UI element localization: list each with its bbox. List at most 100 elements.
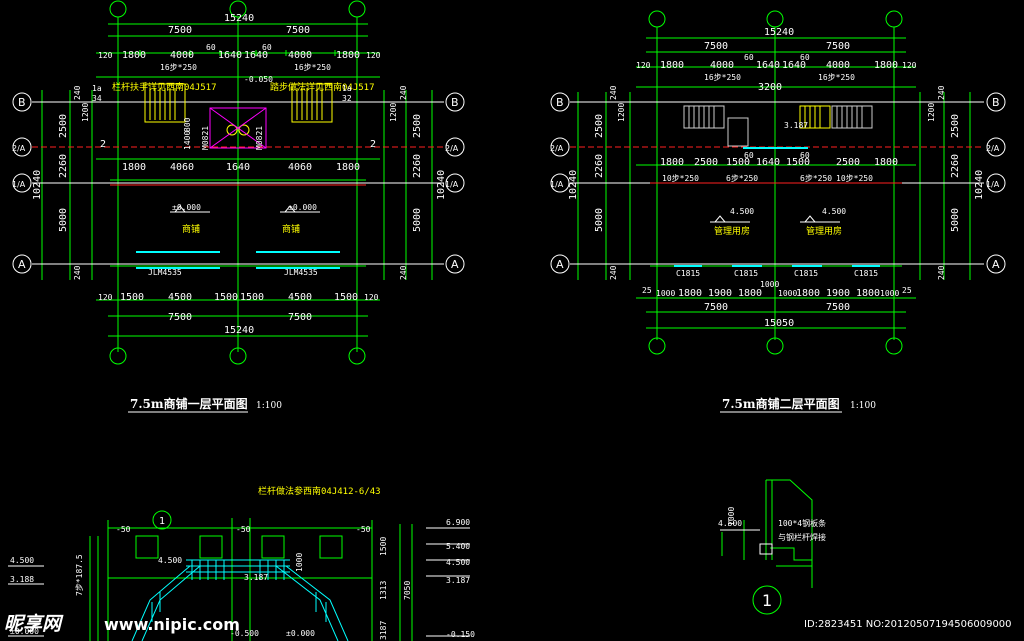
p2-dim-stair-b: 16步*250: [818, 73, 855, 82]
dim-total-top: 15240: [224, 13, 254, 24]
dim-m1640: 1640: [226, 162, 250, 173]
dim-stair-b: 16步*250: [294, 63, 331, 72]
p2-dim-m60a: 60: [744, 151, 754, 160]
p2-dim-t120l: 120: [636, 61, 651, 70]
p2-dim-v10240-right: 10240: [974, 170, 985, 200]
dim-t1800b: 1800: [336, 50, 360, 61]
p2-dim-t1800a: 1800: [660, 60, 684, 71]
detail-marker: 1: [762, 591, 772, 610]
dim-bot7500a: 7500: [168, 312, 192, 323]
elev-l-4500: 4.500: [10, 556, 34, 565]
axis-b-left: B: [18, 96, 26, 109]
p2-dim-bot-total: 15050: [764, 318, 794, 329]
p2-dim-v2500: 2500: [594, 114, 605, 138]
p2-dim-m2500b: 2500: [836, 157, 860, 168]
p2-dim-b25l: 25: [642, 286, 652, 295]
p2-dim-b1000c: 1000: [778, 289, 797, 298]
plan2-scale: 1:100: [850, 401, 876, 411]
elev-dash50-c: -50: [356, 525, 371, 534]
dim-t120r: 120: [366, 51, 381, 60]
elev-v1313: 1313: [379, 581, 388, 600]
p2-dim-bot7500a: 7500: [704, 302, 728, 313]
p2-dim-t4000a: 4000: [710, 60, 734, 71]
p2-dim-v1200: 1200: [617, 103, 626, 122]
plan1-title: 7.5m商铺一层平面图: [130, 396, 248, 411]
dim-bot-total: 15240: [224, 325, 254, 336]
dim-v2500: 2500: [58, 114, 69, 138]
elev-dash50-b: -50: [236, 525, 251, 534]
p2-dim-b1800d: 1800: [856, 288, 880, 299]
dim-m1800b: 1800: [336, 162, 360, 173]
label-room-b: 商铺: [282, 223, 300, 235]
elev-v1500: 1500: [379, 537, 388, 556]
dim-v10240: 10240: [32, 170, 43, 200]
dim-t4000a: 4000: [170, 50, 194, 61]
watermark-url: www.nipic.com: [104, 615, 240, 634]
axis-b-right: B: [451, 96, 459, 109]
dim-v1200-right: 1200: [389, 103, 398, 122]
marker-right-bot: 32: [342, 94, 352, 103]
elev-vl: 7步*187.5: [75, 554, 84, 596]
p2-label-win-c: C1815: [794, 269, 818, 278]
label-note-a: 栏杆扶手详见西南04J517: [112, 81, 217, 93]
dim-b1500d: 1500: [334, 292, 358, 303]
p2-dim-b1800b: 1800: [738, 288, 762, 299]
dim-v2260-right: 2260: [412, 154, 423, 178]
p2-dim-v240a-right: 240: [937, 85, 946, 100]
p2-dim-t60a: 60: [744, 53, 754, 62]
p2-dim-v2500-right: 2500: [950, 114, 961, 138]
elev-note: 栏杆做法参西南04J412-6/43: [258, 485, 381, 497]
elev-marker: 1: [159, 516, 165, 527]
label-num2-left: 2: [100, 139, 106, 150]
dim-v2260: 2260: [58, 154, 69, 178]
p2-dim-half-left: 7500: [704, 41, 728, 52]
p2-axis-2a-left: 2/A: [550, 144, 564, 153]
p2-dim-m1500a: 1500: [726, 157, 750, 168]
label-m0821-a: M0821: [201, 126, 210, 150]
detail-note1: 100*4钢板条: [778, 518, 826, 528]
p2-dim-m1500b: 1500: [786, 157, 810, 168]
axis-1a-right: 1/A: [445, 180, 459, 189]
dim-b1500b: 1500: [214, 292, 238, 303]
elev-r-4500: 4.500: [446, 558, 470, 567]
label-door-b: JLM4535: [284, 268, 318, 277]
p2-dim-v240a: 240: [609, 85, 618, 100]
dim-v240b: 240: [73, 265, 82, 280]
dim-v1200: 1200: [81, 103, 90, 122]
p2-dim-t1640b: 1640: [782, 60, 806, 71]
marker-left-bot: 34: [92, 94, 102, 103]
dim-half-right: 7500: [286, 25, 310, 36]
elev-dash50-a: -50: [116, 525, 131, 534]
elev-r-5400: 5.400: [446, 542, 470, 551]
dim-b120r: 120: [364, 293, 379, 302]
label-elev0-b: ±0.000: [288, 203, 317, 212]
p2-dim-b1000a: 1000: [656, 289, 675, 298]
p2-dim-m1800b: 1800: [874, 157, 898, 168]
dim-t60b: 60: [262, 43, 272, 52]
marker-right-top: 1a: [342, 84, 352, 93]
plan1-scale: 1:100: [256, 401, 282, 411]
p2-dim-total-top: 15240: [764, 27, 794, 38]
p2-dim-stair-a: 16步*250: [704, 73, 741, 82]
plan-ground-floor: [12, 0, 465, 365]
p2-dim-s10a: 10步*250: [662, 174, 699, 183]
dim-v800: 800: [183, 117, 192, 132]
label-elev-stair: -0.050: [244, 75, 273, 84]
axis-a-right: A: [451, 258, 459, 271]
dim-m1800a: 1800: [122, 162, 146, 173]
p2-dim-v5000: 5000: [594, 208, 605, 232]
p2-dim-m2500a: 2500: [694, 157, 718, 168]
p2-dim-bot7500b: 7500: [826, 302, 850, 313]
elev-c4500: 4.500: [158, 556, 182, 565]
elev-l-3188: 3.188: [10, 575, 34, 584]
dim-t60a: 60: [206, 43, 216, 52]
dim-t120l: 120: [98, 51, 113, 60]
p2-dim-v2260-right: 2260: [950, 154, 961, 178]
axis-2a-left: 2/A: [12, 144, 26, 153]
p2-label-win-d: C1815: [854, 269, 878, 278]
dim-half-left: 7500: [168, 25, 192, 36]
elev-r-0150: -0.150: [446, 630, 475, 639]
p2-dim-b1800a: 1800: [678, 288, 702, 299]
dim-b120l: 120: [98, 293, 113, 302]
